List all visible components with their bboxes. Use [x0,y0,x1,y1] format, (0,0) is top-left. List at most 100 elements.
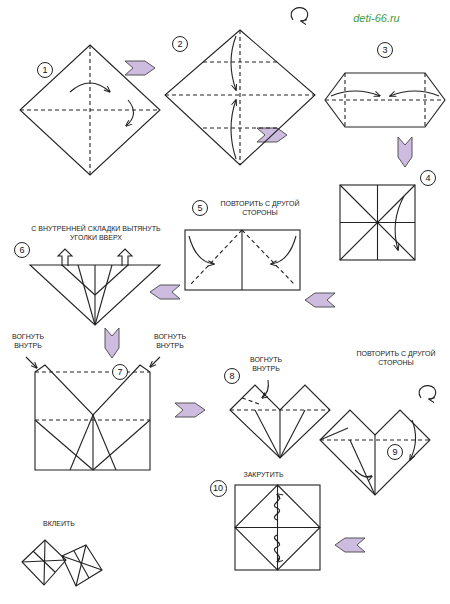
step-5-rectangle [185,230,300,290]
step-8-heart [280,410,305,458]
step-2-square [203,61,277,62]
instruction-note: С ВНУТРЕННЕЙ СКЛАДКИ ВЫТЯНУТЬ УГОЛКИ ВВЕ… [30,225,162,243]
step-number: 5 [192,200,208,216]
step-7-shape [35,419,150,420]
step-number: 6 [14,242,30,258]
step-number-text: 2 [177,40,182,49]
flip-symbol [291,8,308,21]
step-1-square [70,83,110,92]
assembled-flower [74,551,89,578]
step-5-rectangle [242,230,295,285]
step-7-shape [35,420,93,470]
instruction-note: ПОВТОРИТЬ С ДРУГОЙ СТОРОНЫ [212,200,308,218]
step-3-hexagon [325,99,445,100]
step-10-square [274,494,279,520]
step-arrows [105,61,412,552]
step-number-text: 7 [117,368,122,377]
step-5-rectangle [189,236,214,264]
step-9-heart [410,420,416,460]
step-number-text: 1 [42,66,47,75]
step-6-triangle [30,249,160,325]
step-8-heart [242,398,262,405]
step-2-square [165,30,315,165]
step-2-square [239,30,240,165]
step-number: 1 [37,62,53,78]
step-9-heart [320,428,348,440]
instruction-note: ПОВТОРИТЬ С ДРУГОЙ СТОРОНЫ [350,350,442,368]
step-number: 3 [377,42,393,58]
watermark: deti-66.ru [352,12,401,26]
assembled-flower [33,551,55,572]
step-3-hexagon [424,73,425,127]
step-number: 8 [224,368,240,384]
step-6-triangle [58,249,72,266]
step-number: 9 [387,444,403,460]
step-7-shape [26,357,37,368]
step-7-shape [26,357,160,470]
step-10-square [274,535,279,562]
step-7-shape [150,357,160,367]
step-6-triangle [95,265,112,325]
step-number-text: 6 [19,246,24,255]
step-9-heart [320,439,430,440]
step-number-text: 10 [213,484,223,493]
step-number: 10 [210,480,227,497]
instruction-note: ВОГНУТЬ ВНУТРЬ [244,356,288,374]
step-8-heart [262,380,268,398]
step-3-hexagon [344,73,345,127]
step-9-heart [355,470,372,477]
step-7-shape [93,420,150,470]
step-4-square [395,196,404,250]
step-arrows [125,61,155,75]
instruction-note: ВОГНУТЬ ВНУТРЬ [6,333,50,351]
step-6-triangle [30,265,160,325]
step-3-hexagon [390,91,439,96]
step-6-triangle [95,265,128,295]
step-6-triangle [78,265,95,325]
step-10-square [235,485,320,570]
step-arrows [150,285,180,299]
step-8-heart [230,380,330,458]
instruction-note: ЗАКРУТИТЬ [242,471,285,480]
step-9-heart [374,435,375,495]
step-2-square [203,127,277,128]
step-8-heart [279,410,280,458]
step-7-shape [35,371,150,372]
assembled-flower [22,540,66,585]
step-5-rectangle [241,230,242,290]
step-7-shape [92,415,93,470]
step-6-triangle [62,265,95,295]
step-5-rectangle [271,236,296,264]
step-4-square [340,185,415,260]
assembled-flower [62,545,102,586]
instruction-note: ВОГНУТЬ ВНУТРЬ [148,333,192,351]
step-arrows [398,137,412,167]
step-9-heart [320,410,430,495]
step-9-heart [350,440,375,495]
step-4-square [340,185,415,260]
assembled-flower [22,540,102,586]
step-arrows [335,538,365,552]
step-number-text: 8 [229,372,234,381]
step-1-square [126,100,134,126]
step-arrows [175,403,205,417]
step-number-text: 9 [392,448,397,457]
step-6-triangle [118,249,132,266]
step-1-square [89,45,90,175]
flip-symbol [291,8,436,399]
step-10-square [235,527,320,528]
step-8-heart [230,385,330,458]
step-4-square [340,222,415,223]
step-number: 7 [112,364,128,380]
assembled-flower [76,545,86,586]
step-2-square [165,30,315,165]
step-arrows [105,328,119,358]
step-arrows [305,293,335,307]
step-number-text: 4 [425,174,430,183]
step-number-text: 3 [382,46,387,55]
step-2-square [231,36,236,90]
step-5-rectangle [185,230,300,290]
step-8-heart [255,410,280,458]
step-7-shape [70,415,93,470]
